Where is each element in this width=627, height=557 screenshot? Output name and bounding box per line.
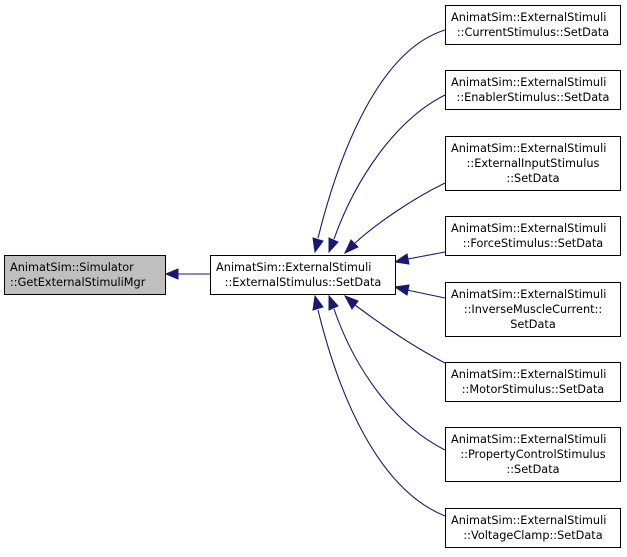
arrowhead-inverse [393, 284, 410, 296]
edge-enabler-to-center [333, 94, 446, 240]
node-inverse-muscle-current-set-data[interactable]: AnimatSim::ExternalStimuli ::InverseMusc… [445, 282, 621, 337]
edge-motor-to-center [354, 304, 446, 364]
node-label-line2: ::ExternalStimulus::SetData [224, 276, 382, 289]
node-current-stimulus-set-data[interactable]: AnimatSim::ExternalStimuli ::CurrentStim… [445, 5, 621, 45]
edge-force-to-center [407, 251, 446, 260]
node-label-line1: AnimatSim::ExternalStimuli [451, 76, 607, 89]
node-label-line2: ::GetExternalStimuliMgr [10, 276, 146, 289]
node-property-control-stimulus-set-data[interactable]: AnimatSim::ExternalStimuli ::PropertyCon… [445, 427, 621, 482]
node-label-line1: AnimatSim::ExternalStimuli [451, 514, 607, 527]
node-label-line2: ::CurrentStimulus::SetData [456, 26, 610, 39]
node-external-stimulus-set-data[interactable]: AnimatSim::ExternalStimuli ::ExternalSti… [210, 255, 396, 295]
edge-current-to-center [317, 29, 446, 239]
node-label-line1: AnimatSim::ExternalStimuli [451, 433, 607, 446]
node-label-line1: AnimatSim::Simulator [10, 261, 134, 274]
node-label-line1: AnimatSim::ExternalStimuli [451, 11, 607, 24]
node-simulator-get-external-stimuli-mgr[interactable]: AnimatSim::Simulator ::GetExternalStimul… [4, 255, 166, 295]
node-label-line2: ::VoltageClamp::SetData [463, 529, 603, 542]
node-label-line1: AnimatSim::ExternalStimuli [451, 368, 607, 381]
arrowhead-property [328, 294, 339, 311]
node-label-line1: AnimatSim::ExternalStimuli [451, 288, 607, 301]
node-label-line1: AnimatSim::ExternalStimuli [216, 261, 372, 274]
arrowhead-root [164, 268, 179, 280]
node-label-line2: ::ExternalInputStimulus [466, 157, 600, 170]
node-enabler-stimulus-set-data[interactable]: AnimatSim::ExternalStimuli ::EnablerStim… [445, 70, 621, 110]
node-external-input-stimulus-set-data[interactable]: AnimatSim::ExternalStimuli ::ExternalInp… [445, 136, 621, 191]
arrowhead-voltage [312, 294, 324, 311]
node-label-line2: ::PropertyControlStimulus [460, 448, 606, 461]
arrowhead-current [312, 237, 324, 254]
node-label-line1: AnimatSim::ExternalStimuli [451, 142, 607, 155]
edge-inverse-to-center [406, 289, 446, 299]
arrowhead-force [393, 253, 410, 265]
node-label-line2: ::ForceStimulus::SetData [462, 237, 604, 250]
edge-voltage-to-center [317, 309, 446, 517]
node-label-line3: ::SetData [506, 463, 560, 476]
node-label-line2: ::EnablerStimulus::SetData [456, 91, 610, 104]
node-motor-stimulus-set-data[interactable]: AnimatSim::ExternalStimuli ::MotorStimul… [445, 362, 621, 402]
node-label-line2: ::MotorStimulus::SetData [461, 383, 605, 396]
node-label-line2: ::InverseMuscleCurrent:: [463, 303, 603, 316]
node-label-line3: SetData [510, 318, 556, 331]
node-voltage-clamp-set-data[interactable]: AnimatSim::ExternalStimuli ::VoltageClam… [445, 508, 621, 548]
node-label-line3: ::SetData [506, 172, 560, 185]
arrowhead-external-input [343, 239, 359, 255]
arrowhead-motor [343, 295, 359, 310]
edge-property-to-center [333, 308, 446, 451]
node-force-stimulus-set-data[interactable]: AnimatSim::ExternalStimuli ::ForceStimul… [445, 216, 621, 256]
edge-external-input-to-center [354, 182, 446, 244]
node-label-line1: AnimatSim::ExternalStimuli [451, 222, 607, 235]
arrowhead-enabler [328, 237, 339, 254]
